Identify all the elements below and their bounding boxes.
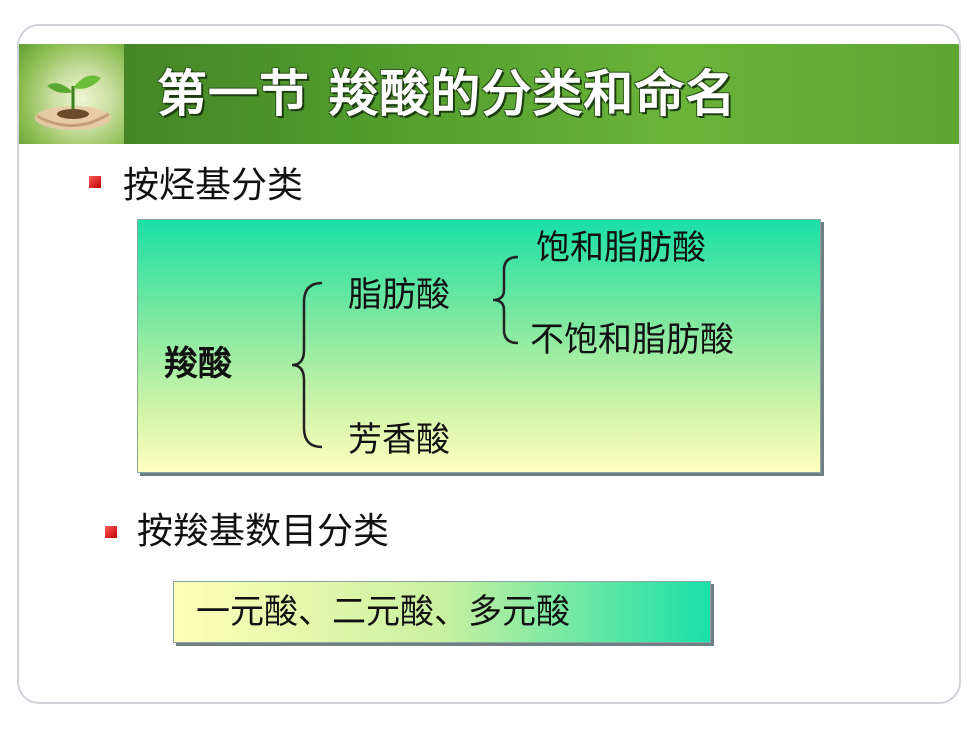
left-curly-brace-icon xyxy=(492,255,519,345)
square-bullet-icon xyxy=(89,176,101,188)
square-bullet-icon xyxy=(105,526,117,538)
carboxyl-count-list: 一元酸、二元酸、多元酸 xyxy=(196,592,570,632)
section2-heading: 按羧基数目分类 xyxy=(137,511,390,552)
branch-aliphatic-acid: 脂肪酸 xyxy=(348,275,450,315)
banner-photo xyxy=(19,44,124,144)
title-banner: 第一节 羧酸的分类和命名 xyxy=(19,44,959,144)
leaf-saturated-fatty-acid: 饱和脂肪酸 xyxy=(536,228,706,268)
root-carboxylic-acid: 羧酸 xyxy=(164,344,232,384)
branch-aromatic-acid: 芳香酸 xyxy=(348,420,450,460)
leaf-unsaturated-fatty-acid: 不饱和脂肪酸 xyxy=(530,320,734,360)
classification-box-carboxyl-count: 一元酸、二元酸、多元酸 xyxy=(173,581,711,643)
section1-heading: 按烃基分类 xyxy=(123,165,304,206)
left-curly-brace-icon xyxy=(291,281,323,449)
slide-title: 第一节 羧酸的分类和命名 xyxy=(157,65,737,123)
classification-box-hydrocarbon: 羧酸 脂肪酸 芳香酸 饱和脂肪酸 不饱和脂肪酸 xyxy=(137,219,821,473)
slide: 第一节 羧酸的分类和命名 按烃基分类 羧酸 脂肪酸 芳香酸 饱和脂肪酸 不饱和脂… xyxy=(17,24,961,704)
hands-holding-plant-icon xyxy=(35,75,111,130)
